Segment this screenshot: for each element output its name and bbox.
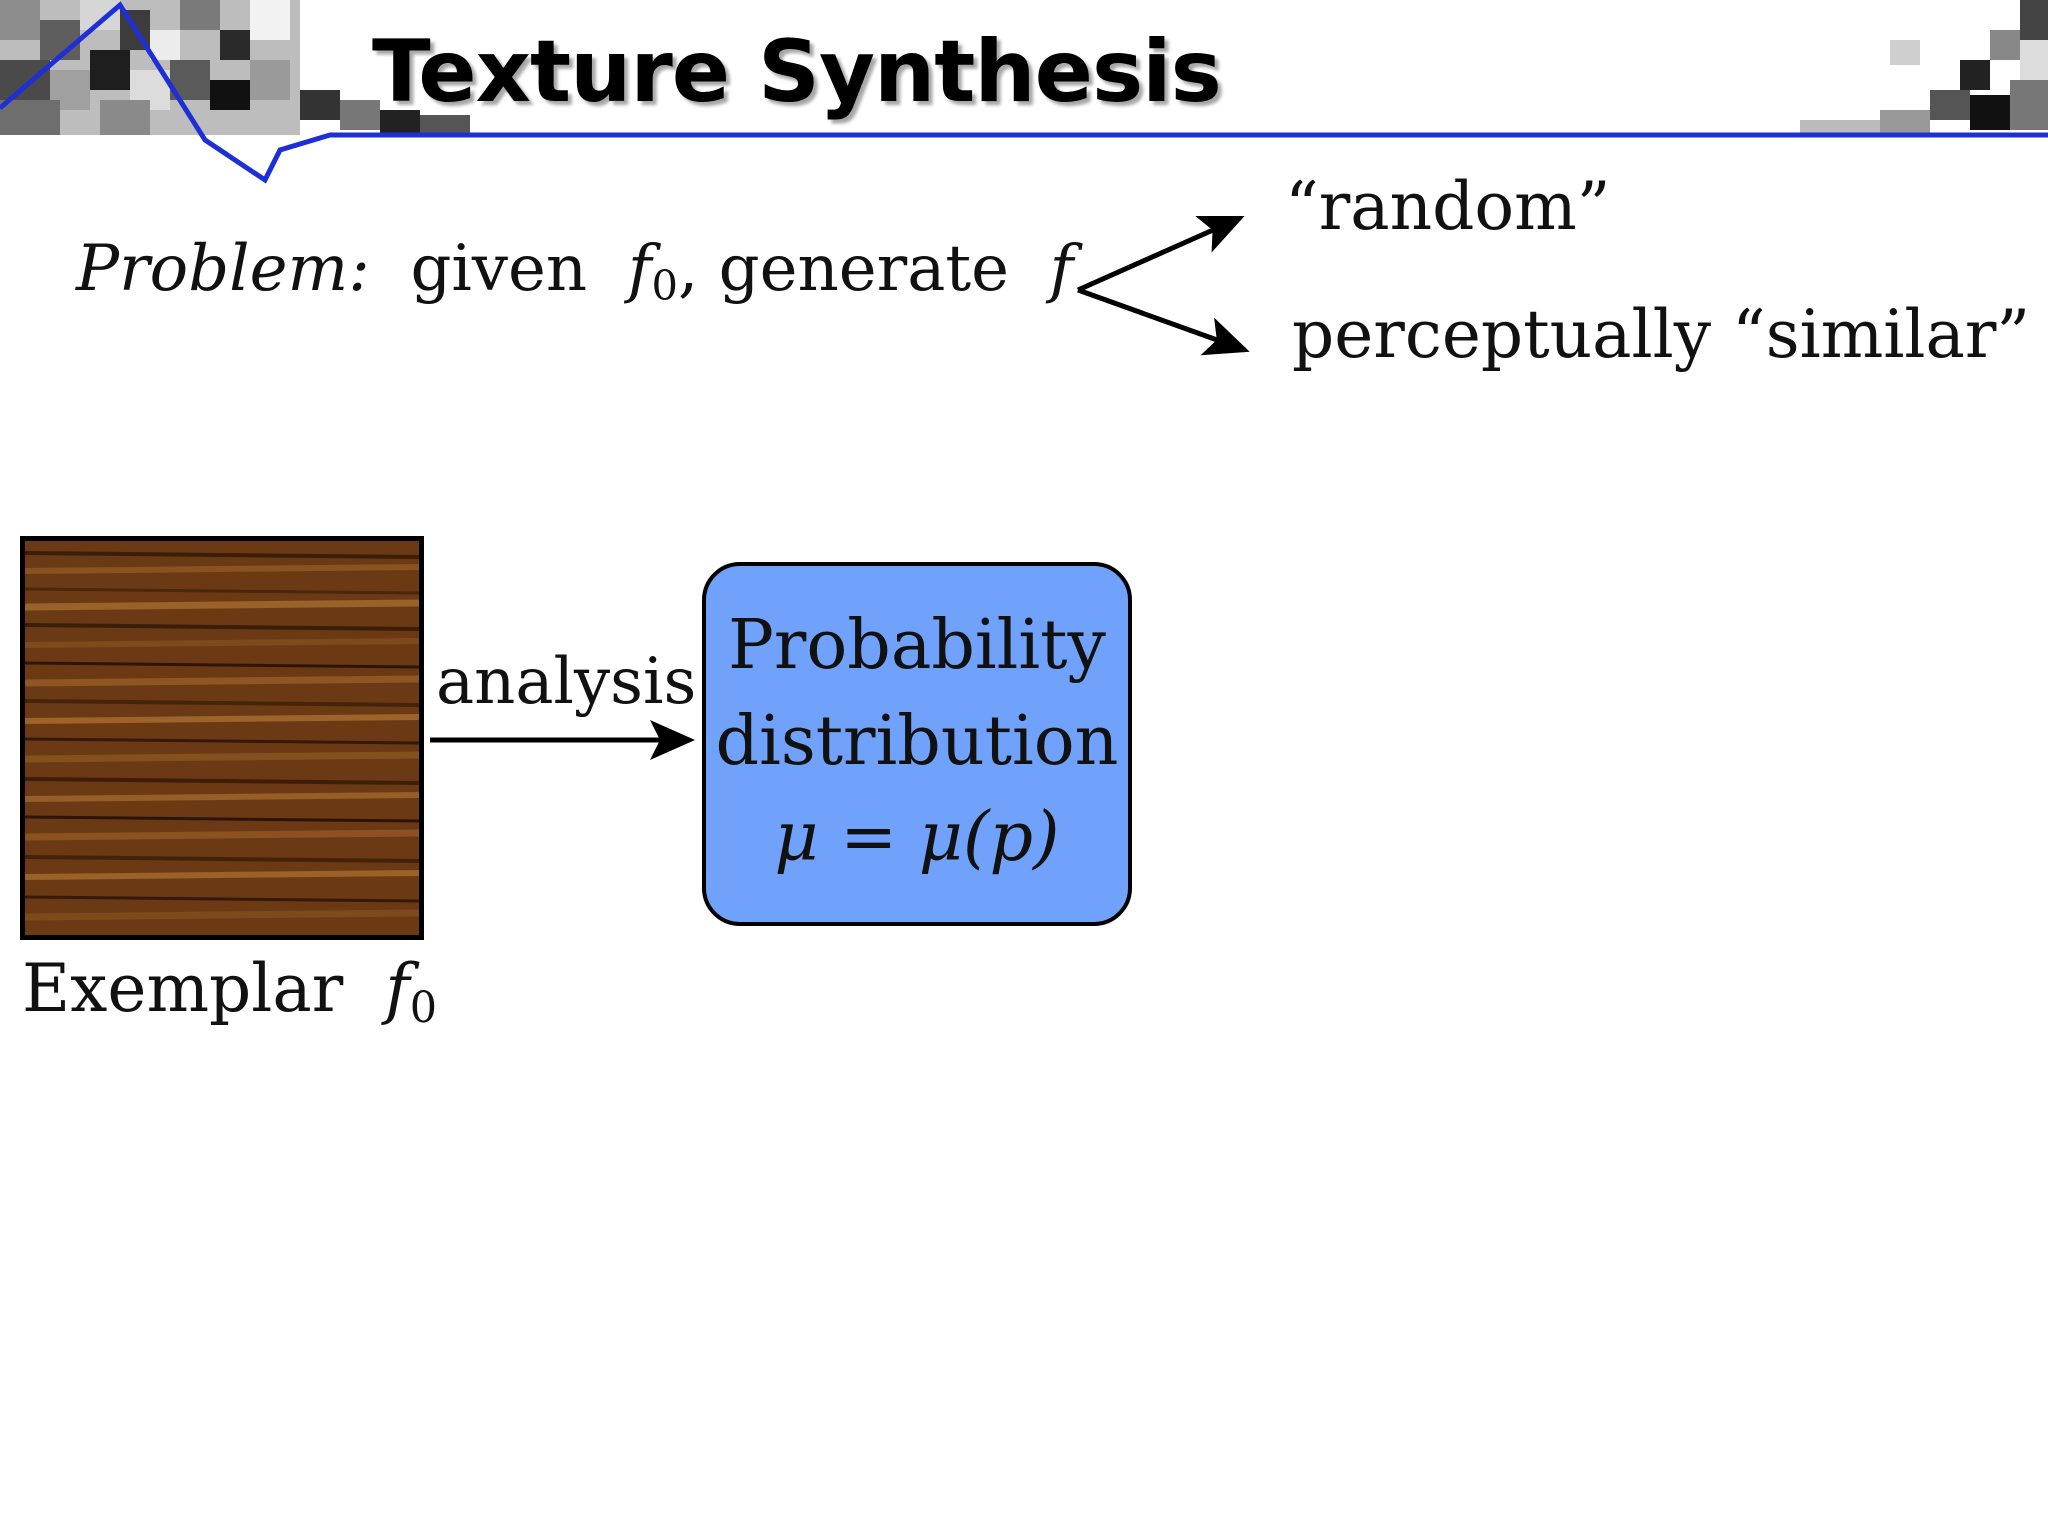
- probability-distribution-box: Probability distribution μ = μ(p): [702, 562, 1132, 926]
- problem-given: given: [410, 232, 588, 306]
- box-line-formula: μ = μ(p): [774, 798, 1060, 877]
- slide-header: Texture Synthesis: [0, 0, 2048, 190]
- problem-statement: Problem: given f0, generate f: [76, 232, 1074, 310]
- box-line-probability: Probability: [728, 606, 1106, 685]
- problem-f0-symbol: f: [627, 232, 652, 306]
- exemplar-f-symbol: f: [385, 950, 410, 1027]
- exemplar-name: Exemplar: [22, 950, 344, 1027]
- texture-mosaic-right: [1800, 0, 2048, 135]
- box-line-distribution: distribution: [715, 702, 1119, 781]
- problem-f-symbol: f: [1049, 232, 1074, 306]
- problem-prefix: Problem:: [76, 232, 370, 306]
- header-underline: [0, 1, 2048, 184]
- problem-generate: , generate: [677, 232, 1009, 306]
- header-decoration: [0, 0, 2048, 184]
- option-random: “random”: [1285, 168, 1611, 245]
- wood-texture-image: [25, 541, 419, 935]
- exemplar-label: Exemplar f0: [22, 950, 437, 1033]
- texture-mosaic-left: [0, 0, 470, 135]
- analysis-label: analysis: [436, 645, 697, 719]
- arrow-to-random: [1076, 215, 1245, 293]
- option-similar: perceptually “similar”: [1292, 296, 2031, 373]
- exemplar-wood-texture: [20, 536, 424, 940]
- slide-title: Texture Synthesis: [372, 22, 1222, 122]
- arrow-to-similar: [1077, 287, 1250, 356]
- problem-f0-subscript: 0: [651, 261, 678, 311]
- exemplar-subscript: 0: [409, 982, 438, 1033]
